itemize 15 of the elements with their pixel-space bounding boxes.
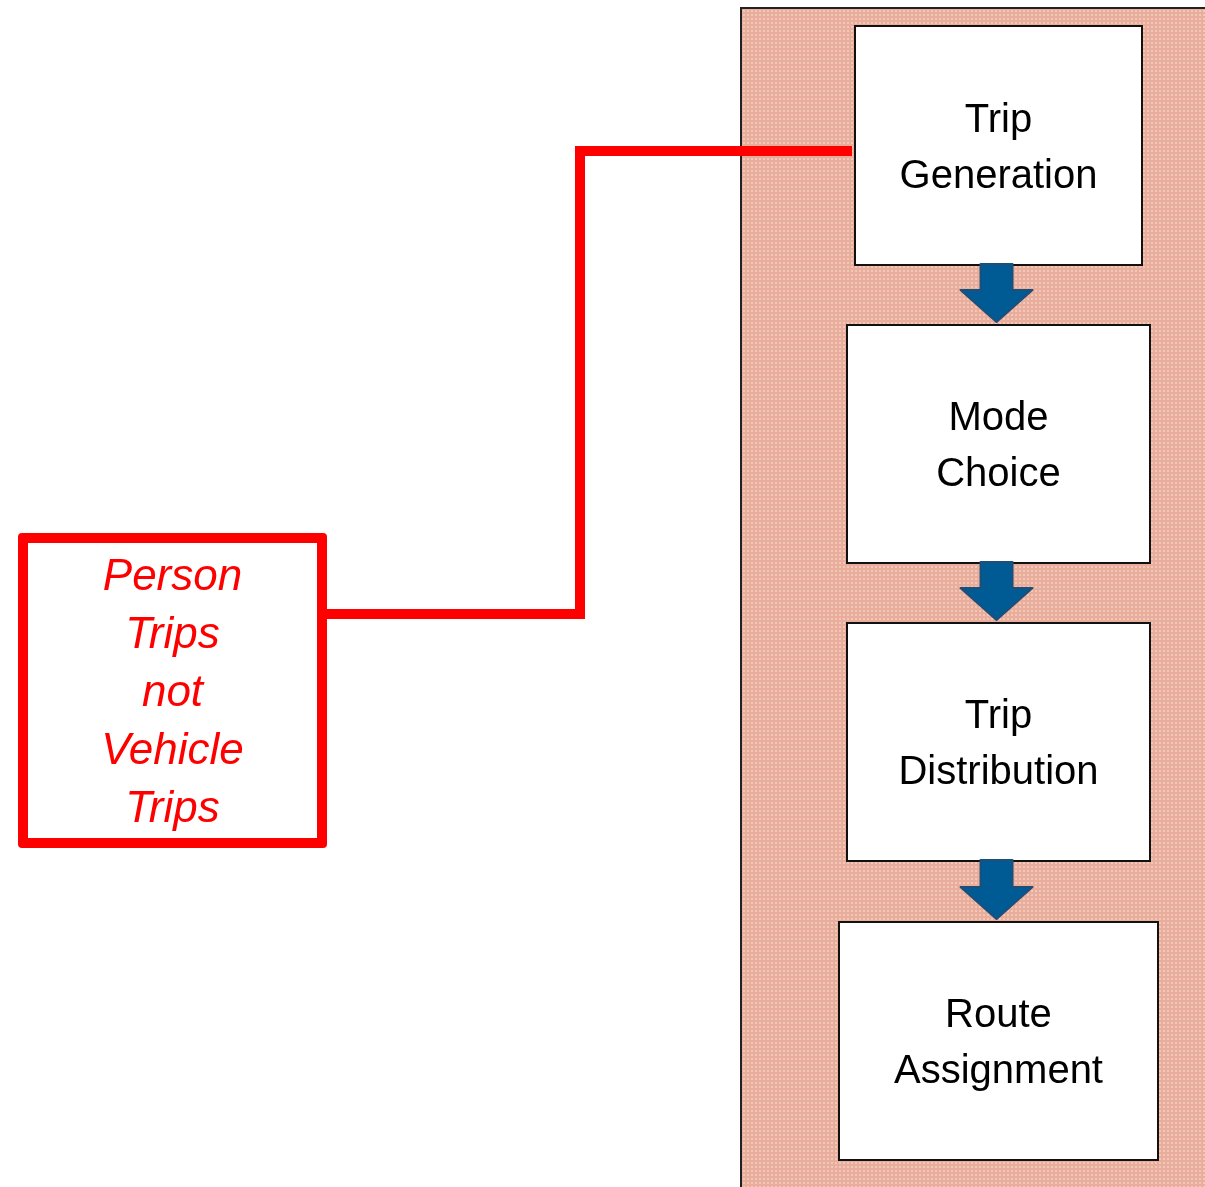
step-label: Trip Distribution — [898, 691, 1099, 794]
step-label: Trip Generation — [899, 94, 1098, 198]
step-label: Route Assignment — [894, 990, 1103, 1093]
block-arrow — [959, 561, 1034, 621]
step-label: Mode Choice — [936, 393, 1061, 496]
note-text: Person Trips not Vehicle Trips — [101, 548, 244, 833]
connector-line — [327, 146, 852, 619]
note-box — [18, 533, 327, 848]
panel-background — [740, 7, 1205, 1187]
block-arrow — [959, 263, 1034, 323]
block-arrow — [959, 859, 1034, 920]
process-box — [846, 622, 1151, 862]
process-box — [838, 921, 1159, 1161]
process-box — [846, 324, 1151, 564]
process-box — [854, 25, 1143, 266]
